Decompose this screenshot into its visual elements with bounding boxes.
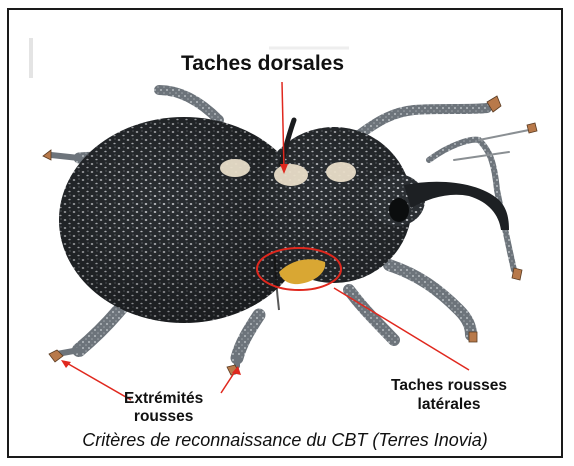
label-laterales-line1: Taches rousses (391, 376, 507, 395)
label-laterales-line2: latérales (391, 395, 507, 414)
label-taches-rousses-laterales: Taches rousses latérales (391, 376, 507, 414)
eye (389, 198, 409, 222)
label-extremites-rousses: Extrémités rousses (124, 390, 203, 426)
figure-caption: Critères de reconnaissance du CBT (Terre… (9, 430, 561, 451)
label-extremites-line1: Extrémités (124, 390, 203, 408)
figure-frame: Taches dorsales Extrémités rousses Tache… (7, 8, 563, 458)
label-taches-dorsales: Taches dorsales (181, 52, 344, 76)
label-extremites-line2: rousses (124, 408, 203, 426)
